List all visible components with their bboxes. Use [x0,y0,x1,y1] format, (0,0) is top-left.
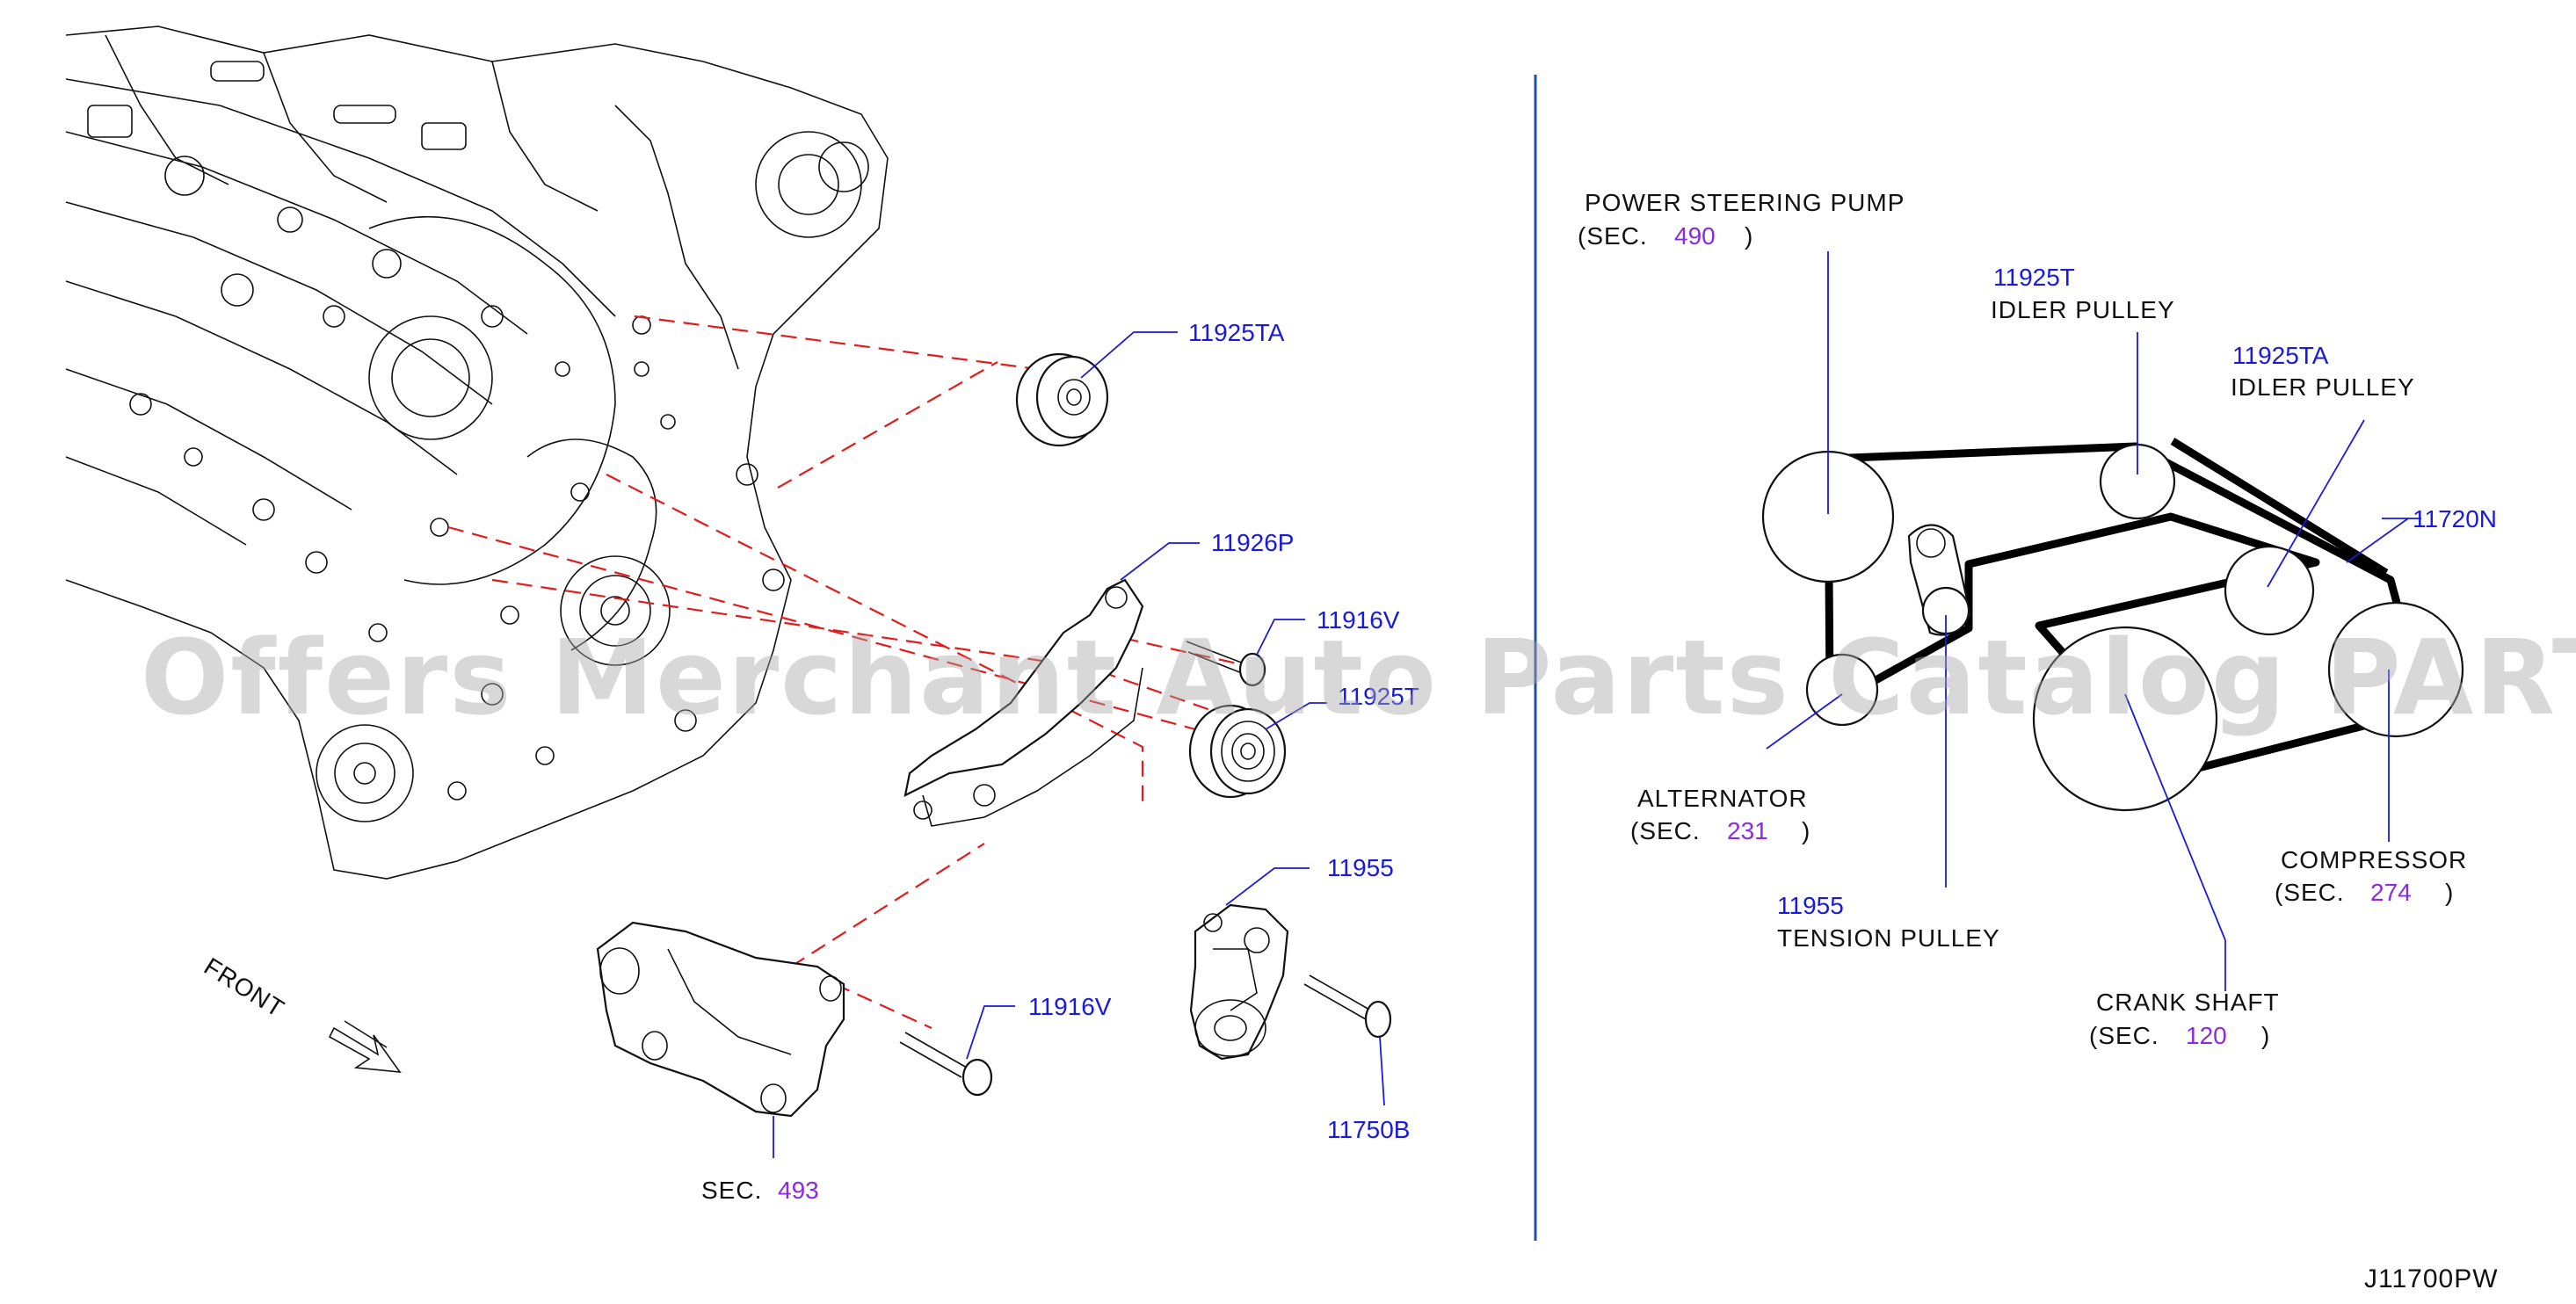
callout-11916v-upper[interactable]: 11916V [1317,606,1400,634]
idler-pulley-t-label: IDLER PULLEY [1991,296,2175,323]
compressor-sec-open: (SEC. [2275,879,2345,906]
alternator-sec-open: (SEC. [1630,817,1701,844]
power-steering-sec-open: (SEC. [1578,222,1648,250]
diagram-code: J11700PW [2364,1264,2499,1293]
alternator-label: ALTERNATOR [1637,785,1808,812]
compressor-label: COMPRESSOR [2281,846,2467,873]
front-direction-arrow [328,1020,402,1073]
idler-pulley-11925ta [1015,352,1109,447]
watermark-text: Offers Merchant Auto Parts Catalog PARTS… [141,617,2576,738]
idler-pulley-11925ta-belt [2224,545,2315,636]
tension-pulley-label: TENSION PULLEY [1777,924,2000,952]
compressor-sec-close: ) [2445,879,2454,906]
crank-shaft-sec-open: (SEC. [2089,1022,2159,1049]
belt-upper-right [2170,438,2389,576]
crank-shaft-sec-close: ) [2261,1022,2270,1049]
bolt-11750b [1303,974,1392,1039]
sec-493-number[interactable]: 493 [778,1177,819,1204]
idler-pulley-ta-label: IDLER PULLEY [2231,373,2415,401]
tensioner-11955 [1189,903,1289,1061]
callout-11926p[interactable]: 11926P [1211,529,1294,556]
callout-11925ta-right[interactable]: 11925TA [2232,342,2329,369]
leader-lines-right [1766,251,2421,991]
callout-11955-right[interactable]: 11955 [1777,892,1844,919]
crank-shaft-pulley [2032,626,2218,812]
alternator-sec-close: ) [1802,817,1810,844]
power-steering-sec-close: ) [1745,222,1753,250]
callout-11925t-partial[interactable]: 11925T [1338,683,1419,710]
alternator-sec-number[interactable]: 231 [1727,817,1768,844]
callout-11916v-lower[interactable]: 11916V [1028,993,1112,1020]
labels-right: POWER STEERING PUMP (SEC. 490 ) 11925T I… [1578,189,2497,1049]
callout-11925t-right[interactable]: 11925T [1993,264,2075,291]
leader-lines-left [773,331,1385,1158]
callout-11955[interactable]: 11955 [1327,854,1394,881]
idler-pulley-11925t [1188,704,1287,799]
engine-block-drawing [65,25,889,880]
callout-11750b[interactable]: 11750B [1327,1116,1410,1143]
bolt-11916v-lower [899,1032,993,1097]
callout-11720n[interactable]: 11720N [2413,505,2497,532]
mount-bracket-sec-493 [596,921,845,1118]
crank-shaft-sec-number[interactable]: 120 [2186,1022,2227,1049]
bolt-11916v-upper [1186,641,1266,687]
bracket-11926p [903,578,1144,827]
compressor-pulley [2327,601,2464,738]
power-steering-sec-number[interactable]: 490 [1674,222,1716,250]
tension-pulley-11955-belt [1907,524,1972,636]
front-label: FRONT [200,953,289,1023]
belt-routing-diagram [1761,438,2464,812]
crank-shaft-label: CRANK SHAFT [2096,989,2280,1016]
power-steering-pump-label: POWER STEERING PUMP [1585,189,1905,216]
callout-11925ta[interactable]: 11925TA [1188,319,1285,346]
compressor-sec-number[interactable]: 274 [2370,879,2412,906]
sec-493-prefix: SEC. [701,1177,762,1204]
